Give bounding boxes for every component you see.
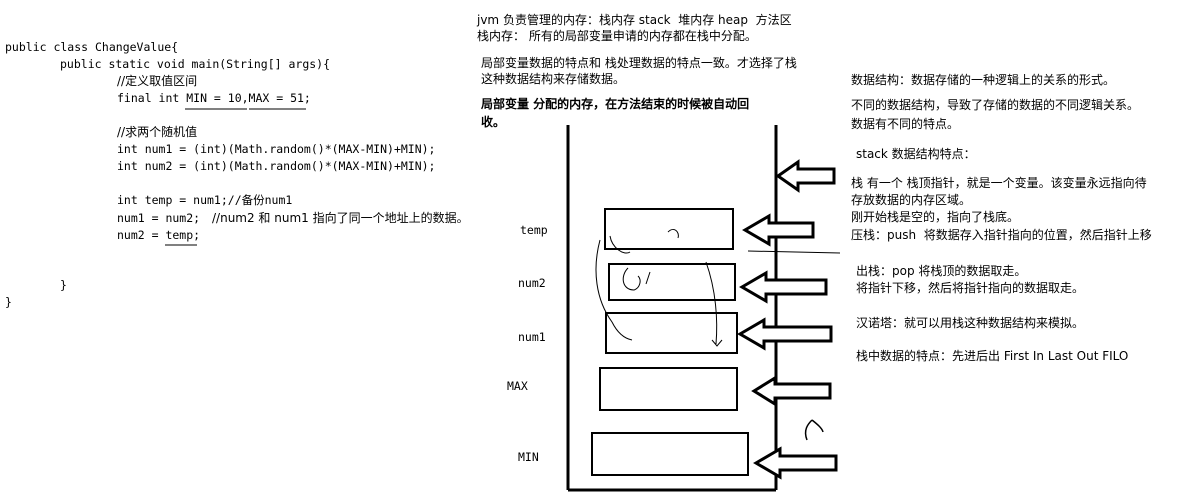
slot-box-num1 <box>605 312 738 354</box>
note-stack-p5: 出栈：pop 将栈顶的数据取走。 <box>856 264 1027 278</box>
slot-box-num2 <box>608 263 736 301</box>
slot-box-min <box>591 432 749 476</box>
code-line-num1: int num1 = (int)(Math.random()*(MAX-MIN)… <box>117 142 436 156</box>
note-stack-title: stack 数据结构特点： <box>856 147 976 161</box>
pointer-line <box>747 250 841 254</box>
stack-container <box>566 125 778 492</box>
code-line-num2: int num2 = (int)(Math.random()*(MAX-MIN)… <box>117 159 436 173</box>
slot-boxes <box>591 208 749 476</box>
code-comment-random: //求两个随机值 <box>117 125 198 139</box>
note-stack-p1: 栈 有一个 栈顶指针，就是一个变量。该变量永远指向待 <box>851 176 1147 190</box>
slot-label-num1: num1 <box>518 330 546 344</box>
arrow-min-icon <box>753 446 838 480</box>
code-comment-range: //定义取值区间 <box>117 74 198 88</box>
code-close-method: } <box>60 278 67 292</box>
note-jvm-memory: jvm 负责管理的内存：栈内存 stack 堆内存 heap 方法区 <box>477 13 792 27</box>
arrow-max-icon <box>751 375 832 407</box>
slot-label-min: MIN <box>518 450 539 464</box>
slot-label-max: MAX <box>507 379 528 393</box>
code-comment-swap: //num2 和 num1 指向了同一个地址上的数据。 <box>212 211 469 225</box>
note-stack-memory: 栈内存： 所有的局部变量申请的内存都在栈中分配。 <box>477 29 757 43</box>
note-stack-p7: 汉诺塔：就可以用栈这种数据结构来模拟。 <box>856 316 1085 330</box>
slot-box-max <box>599 367 738 411</box>
pointer-arrows <box>737 159 838 480</box>
note-stack-p3: 刚开始栈是空的，指向了栈底。 <box>851 210 1020 224</box>
code-line-final: final int MIN = 10,MAX = 51; <box>117 91 311 105</box>
push-up-arrow-icon <box>804 419 824 441</box>
code-line-main: public static void main(String[] args){ <box>60 57 331 71</box>
code-line-swap1: num1 = num2; <box>117 211 201 225</box>
note-stack-p8: 栈中数据的特点：先进后出 First In Last Out FILO <box>856 349 1129 363</box>
note-stack-p4: 压栈：push 将数据存入指针指向的位置，然后指针上移 <box>851 228 1152 242</box>
code-line-class: public class ChangeValue{ <box>5 40 179 54</box>
note-ds-2: 不同的数据结构，导致了存储的数据的不同逻辑关系。 <box>851 98 1140 112</box>
note-auto-free-1: 局部变量 分配的内存，在方法结束的时候被自动回 <box>481 97 750 111</box>
arrow-top-icon <box>775 159 836 193</box>
note-local-var-2: 这种数据结构来存储数据。 <box>481 72 626 86</box>
slot-box-temp <box>604 208 734 250</box>
note-stack-p2: 存放数据的内存区域。 <box>851 193 972 207</box>
slot-label-temp: temp <box>520 223 548 237</box>
arrow-num2-icon <box>739 270 828 304</box>
code-line-swap2: num2 = temp; <box>117 228 201 242</box>
code-underlines <box>165 108 306 246</box>
note-stack-p6: 将指针下移，然后将指针指向的数据取走。 <box>856 281 1085 295</box>
handwritten-scribbles <box>595 229 723 347</box>
arrow-temp-icon <box>742 213 815 247</box>
code-line-temp: int temp = num1;//备份num1 <box>117 193 293 207</box>
code-close-class: } <box>5 295 12 309</box>
slot-label-num2: num2 <box>518 276 546 290</box>
arrow-num1-icon <box>737 317 833 351</box>
note-local-var-1: 局部变量数据的特点和 栈处理数据的特点一致。才选择了栈 <box>481 56 797 70</box>
note-ds-3: 数据有不同的特点。 <box>851 117 960 131</box>
note-ds-1: 数据结构：数据存储的一种逻辑上的关系的形式。 <box>851 73 1116 87</box>
note-auto-free-2: 收。 <box>481 115 506 129</box>
